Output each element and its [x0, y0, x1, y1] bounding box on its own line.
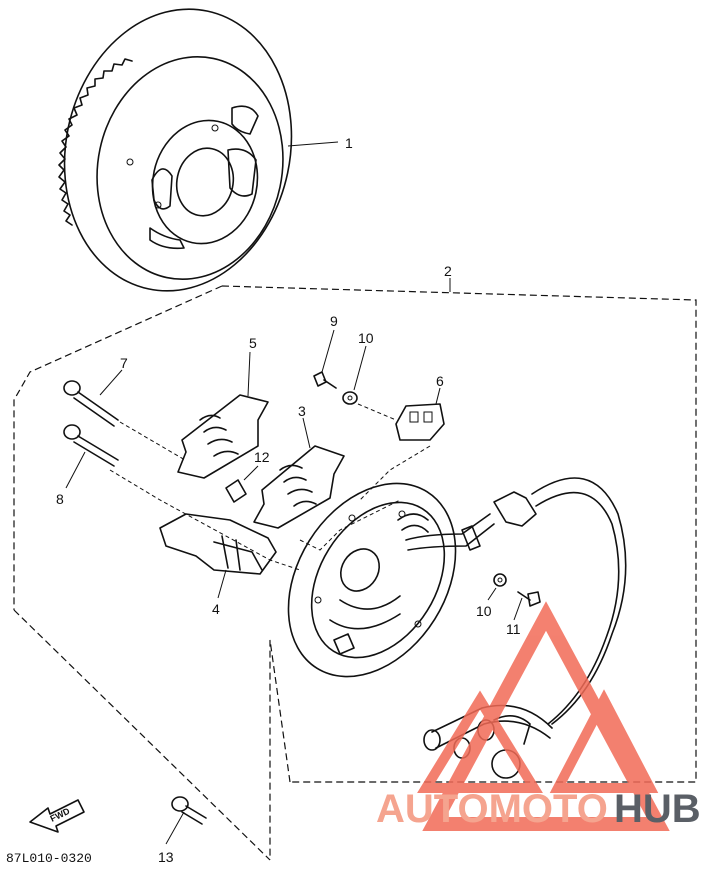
fwd-label: FWD: [48, 806, 71, 824]
callout-6: 6: [436, 373, 444, 389]
callout-8: 8: [56, 491, 64, 507]
coil-5: [177, 351, 269, 479]
callout-4: 4: [212, 601, 220, 617]
bolt-7: [63, 369, 186, 461]
callout-2: 2: [444, 263, 452, 279]
washer-10-top: [342, 345, 397, 421]
flywheel-rotor: [58, 8, 339, 292]
coil-3: [253, 417, 345, 529]
screw-11: [513, 591, 541, 621]
bolt-8: [63, 424, 119, 489]
callout-3: 3: [298, 403, 306, 419]
callout-13: 13: [158, 849, 174, 865]
watermark-brand-a: AUTOMOTO: [376, 787, 608, 831]
drawing-code: 87L010-0320: [6, 851, 92, 866]
watermark-brand-b: HUB: [614, 787, 701, 831]
callout-10-bottom: 10: [476, 603, 492, 619]
pickup-coil-4: [159, 513, 277, 599]
terminal-connector-6: [395, 387, 445, 441]
screw-9: [313, 329, 337, 389]
callout-1: 1: [345, 135, 353, 151]
callout-9: 9: [330, 313, 338, 329]
callout-5: 5: [249, 335, 257, 351]
callout-11: 11: [506, 621, 521, 637]
spacer-12: [225, 465, 259, 503]
callout-12: 12: [254, 449, 270, 465]
callout-7: 7: [120, 355, 128, 371]
fwd-arrow-icon: [29, 799, 85, 833]
stator-base-plate: [287, 482, 457, 678]
callout-10-top: 10: [358, 330, 374, 346]
assembly-guides: [109, 445, 431, 571]
watermark-logo: [417, 601, 670, 831]
washer-10-bottom: [487, 573, 507, 601]
stator-assembly-outline: [13, 278, 697, 861]
bolt-13: [165, 796, 207, 845]
